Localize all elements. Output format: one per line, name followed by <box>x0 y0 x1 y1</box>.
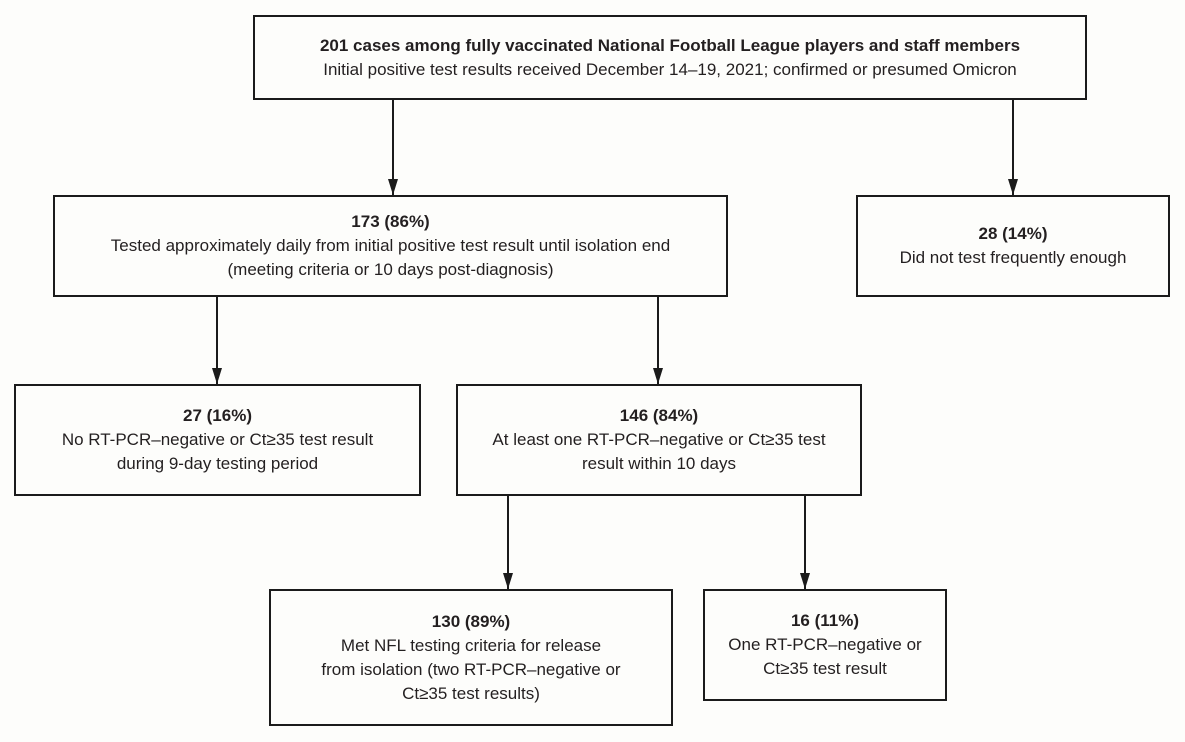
node-did-not-test-count: 28 (14%) <box>978 224 1048 243</box>
node-one-negative-result: 16 (11%) One RT-PCR–negative or Ct≥35 te… <box>703 589 947 701</box>
node-total-cases-headline: 201 cases among fully vaccinated Nationa… <box>319 35 1021 55</box>
down-arrow <box>388 100 398 195</box>
down-arrow <box>800 496 810 589</box>
node-total-cases-line: Initial positive test results received D… <box>323 59 1017 79</box>
node-tested-daily-count: 173 (86%) <box>351 212 430 231</box>
node-tested-daily-line: Tested approximately daily from initial … <box>110 236 671 255</box>
node-one-negative-line: Ct≥35 test result <box>763 659 887 678</box>
node-did-not-test-line: Did not test frequently enough <box>899 248 1127 267</box>
node-met-release-criteria: 130 (89%) Met NFL testing criteria for r… <box>269 589 673 726</box>
node-no-negative-line: during 9-day testing period <box>116 454 319 473</box>
node-no-negative-count: 27 (16%) <box>183 406 252 425</box>
down-arrow <box>503 496 513 589</box>
node-tested-daily-line: (meeting criteria or 10 days post-diagno… <box>227 260 554 279</box>
node-at-least-one-negative: 146 (84%) At least one RT-PCR–negative o… <box>456 384 862 496</box>
node-at-least-one-line: result within 10 days <box>581 454 737 473</box>
node-at-least-one-count: 146 (84%) <box>619 406 699 425</box>
node-no-negative-result: 27 (16%) No RT-PCR–negative or Ct≥35 tes… <box>14 384 421 496</box>
node-at-least-one-line: At least one RT-PCR–negative or Ct≥35 te… <box>492 430 826 449</box>
down-arrow <box>212 297 222 384</box>
node-met-criteria-line: Ct≥35 test results) <box>402 683 540 703</box>
node-tested-daily: 173 (86%) Tested approximately daily fro… <box>53 195 728 297</box>
node-one-negative-line: One RT-PCR–negative or <box>728 635 922 654</box>
down-arrow <box>1008 100 1018 195</box>
node-met-criteria-count: 130 (89%) <box>431 611 511 631</box>
node-no-negative-line: No RT-PCR–negative or Ct≥35 test result <box>61 430 374 449</box>
down-arrow <box>653 297 663 384</box>
node-total-cases: 201 cases among fully vaccinated Nationa… <box>253 15 1087 100</box>
node-met-criteria-line: Met NFL testing criteria for release <box>340 635 602 655</box>
node-one-negative-count: 16 (11%) <box>790 611 860 630</box>
node-met-criteria-line: from isolation (two RT-PCR–negative or <box>321 659 621 679</box>
node-did-not-test: 28 (14%) Did not test frequently enough <box>856 195 1170 297</box>
